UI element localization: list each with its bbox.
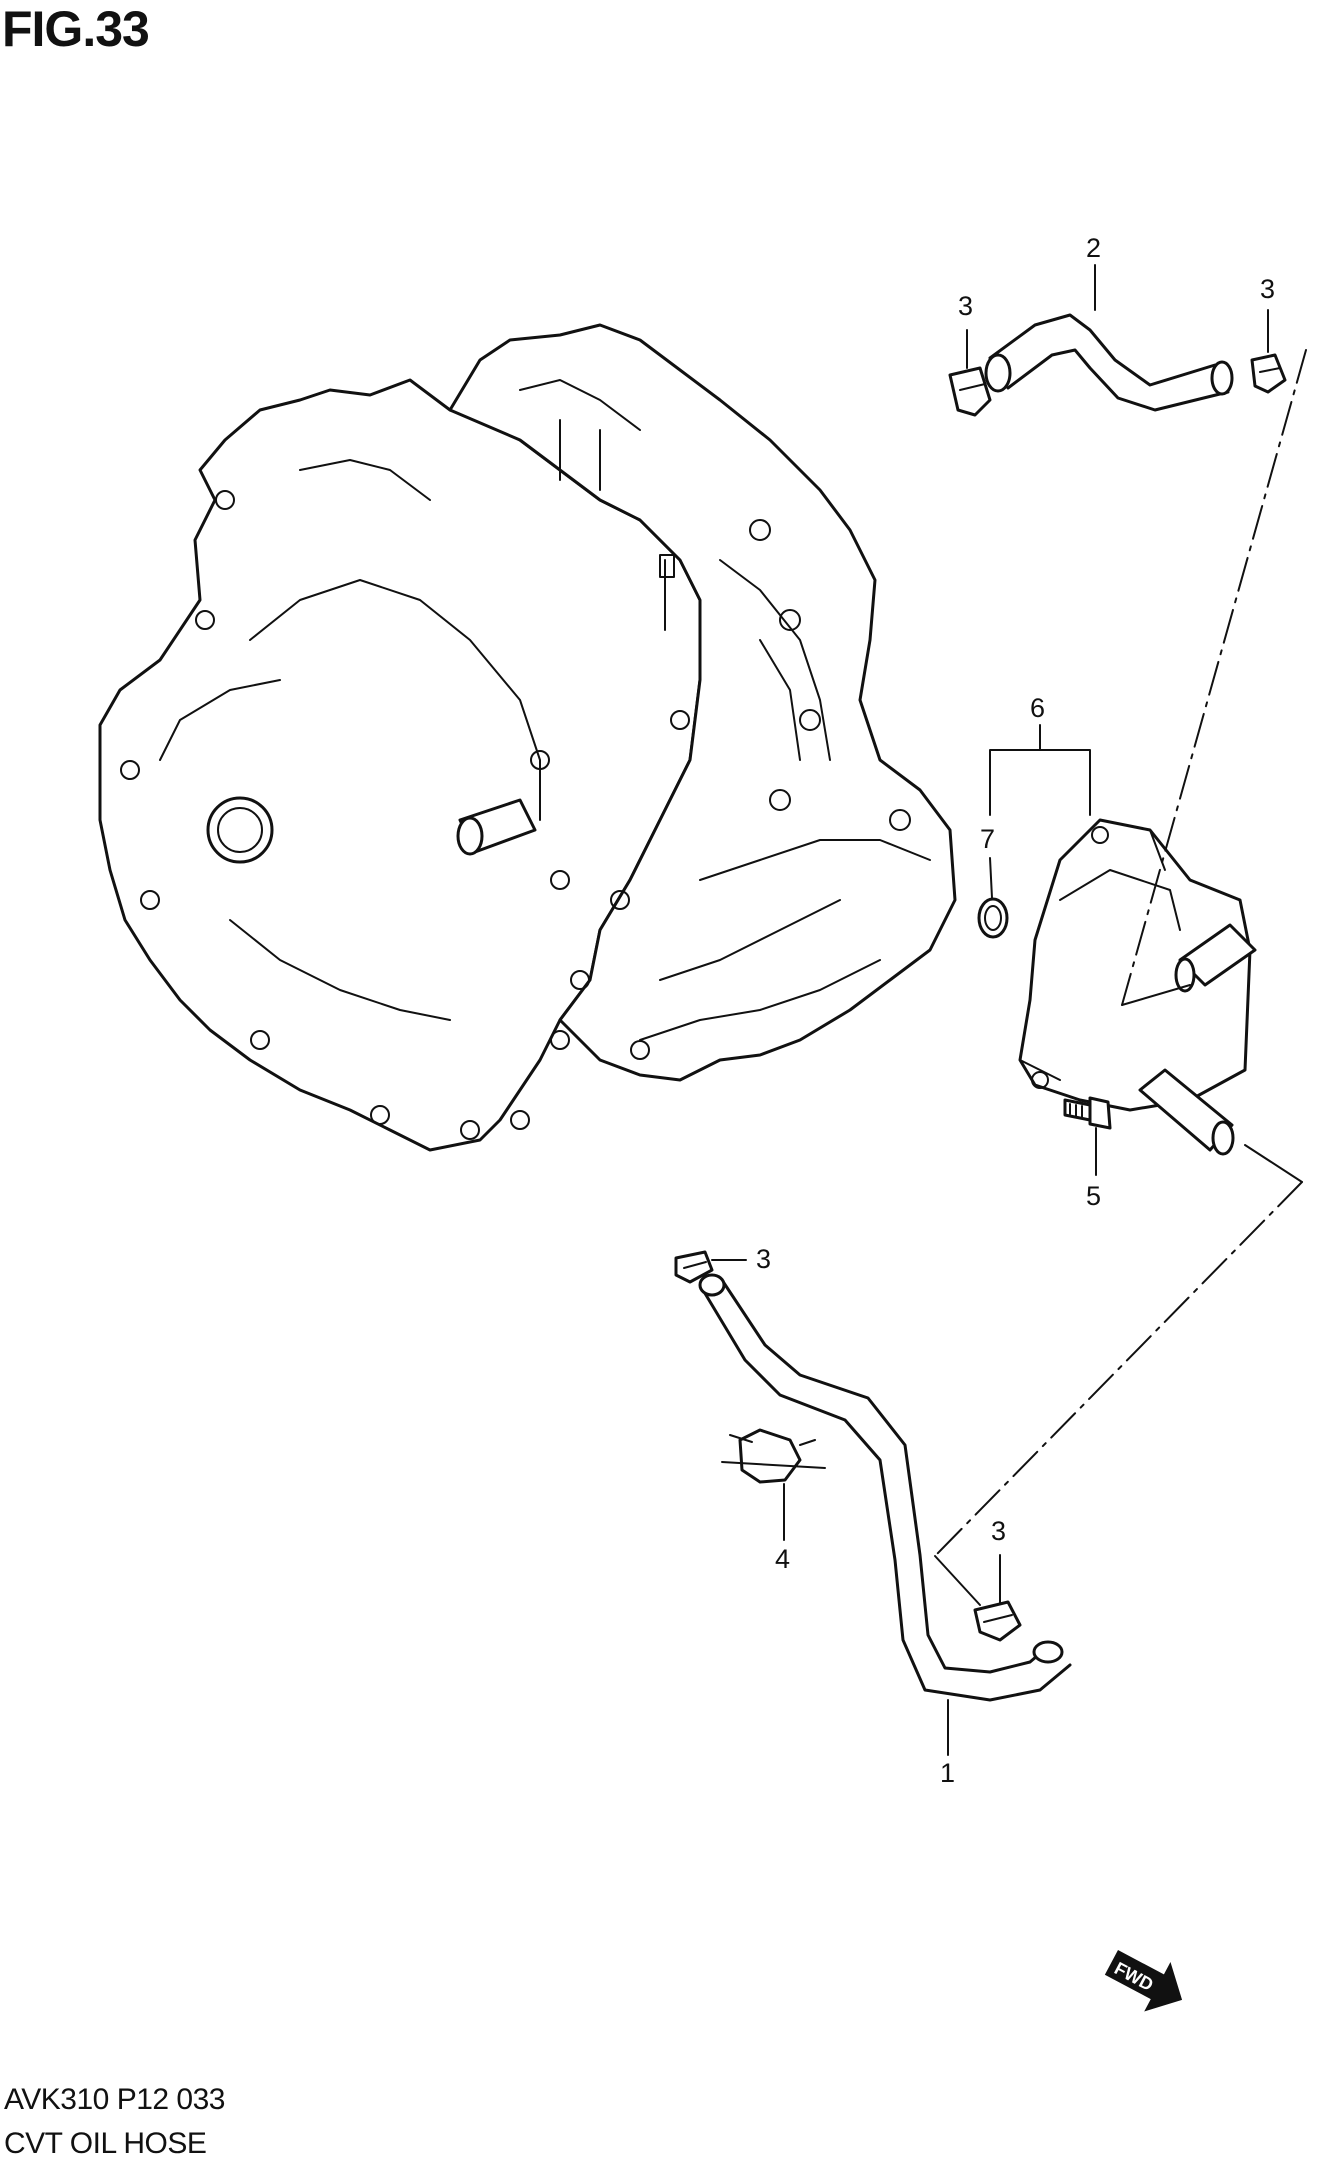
hose-clamp-lower-bottom	[973, 1600, 1022, 1642]
fwd-arrow-icon: FWD	[1104, 1950, 1183, 2012]
callout-label-3a: 3	[958, 291, 973, 321]
hose-clip	[721, 1428, 826, 1484]
routing-line-upper-return	[1121, 984, 1191, 1006]
callout-label-3d: 3	[991, 1516, 1006, 1546]
o-ring	[977, 897, 1009, 939]
callout-label-7: 7	[980, 824, 995, 854]
callout-label-3b: 3	[1260, 274, 1275, 304]
upper-oil-hose	[984, 313, 1234, 412]
callout-label-4: 4	[775, 1544, 790, 1574]
hose-clamp-upper-right	[1250, 353, 1287, 394]
routing-line-lower	[934, 1181, 1303, 1557]
callout-label-1: 1	[940, 1758, 955, 1788]
routing-line-lower-clamp	[934, 1555, 981, 1606]
callout-bracket-6	[989, 749, 1091, 816]
oil-cooler	[1018, 818, 1257, 1156]
callout-label-5: 5	[1086, 1181, 1101, 1211]
mounting-bolt	[1063, 1096, 1112, 1130]
transmission-assembly	[98, 323, 957, 1152]
callout-label-6: 6	[1030, 693, 1045, 723]
lower-oil-hose	[698, 1273, 1072, 1702]
figure-name: CVT OIL HOSE	[4, 2127, 207, 2160]
routing-line-lower-cooler	[1244, 1144, 1303, 1183]
callout-label-2: 2	[1086, 233, 1101, 263]
figure-title: FIG.33	[2, 1, 150, 57]
routing-line-upper	[1121, 349, 1307, 1006]
callout-leader-7	[989, 857, 993, 899]
hose-clamp-upper-left	[948, 366, 992, 417]
hose-clamp-lower-top	[674, 1250, 714, 1284]
figure-code: AVK310 P12 033	[4, 2083, 225, 2116]
callout-label-3c: 3	[756, 1244, 771, 1274]
